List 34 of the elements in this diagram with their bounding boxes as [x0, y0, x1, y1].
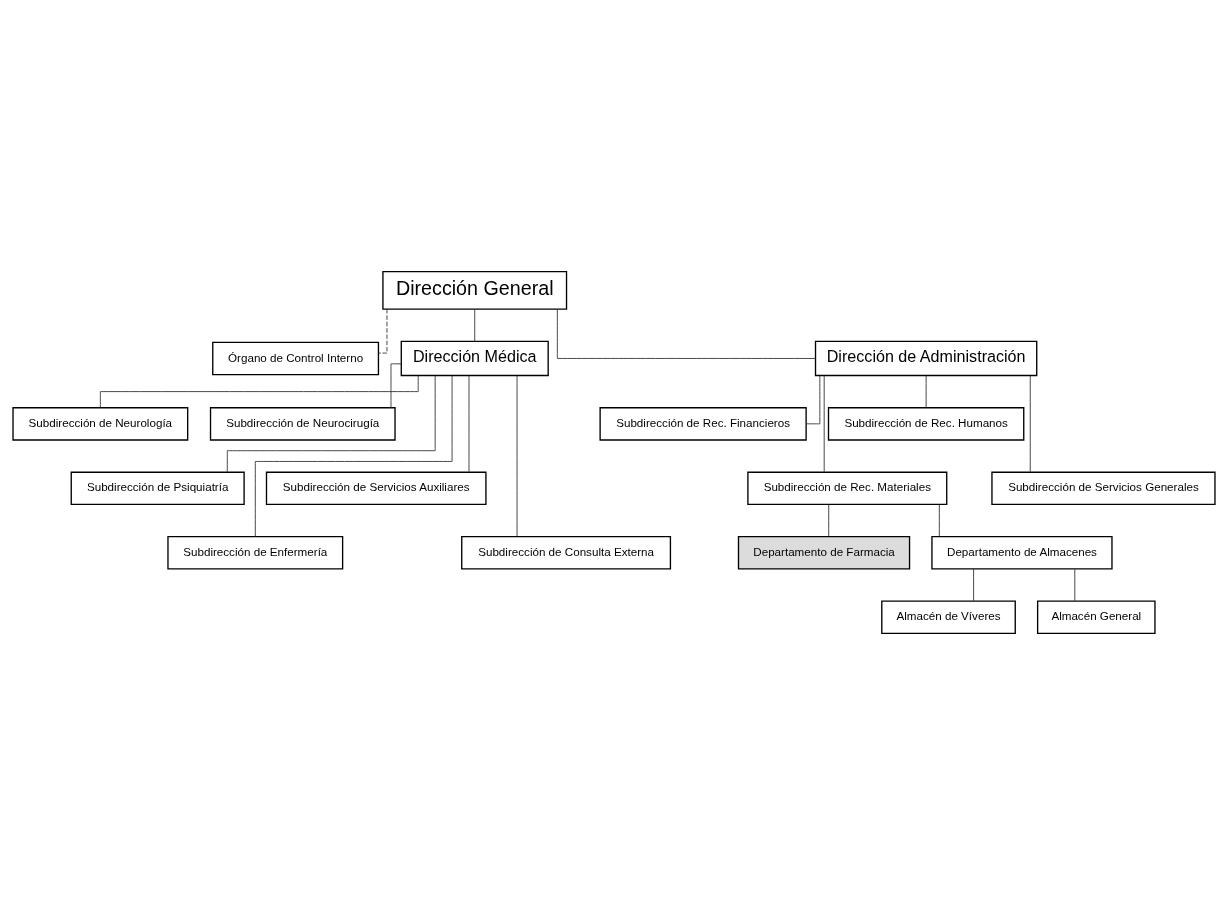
- connector: [1029, 375, 1031, 473]
- node-box: Departamento de Almacenes: [931, 536, 1113, 570]
- node-box: Subdirección de Servicios Generales: [991, 471, 1216, 506]
- node-box: Subdirección de Consulta Externa: [461, 536, 672, 570]
- node-box: Almacén de Víveres: [881, 600, 1016, 635]
- connector: [378, 308, 388, 354]
- node-box: Subdirección de Enfermería: [167, 536, 344, 570]
- node-box: Subdirección de Rec. Financieros: [599, 407, 807, 441]
- connector: [226, 375, 436, 473]
- connector: [828, 504, 830, 537]
- node-box: Subdirección de Servicios Auxiliares: [265, 471, 487, 506]
- node-box: Subdirección de Psiquiatría: [70, 471, 245, 506]
- connector: [973, 568, 975, 602]
- connector: [516, 375, 518, 537]
- connector: [468, 375, 470, 473]
- node-box: Dirección Médica: [400, 340, 549, 377]
- connector: [474, 308, 476, 342]
- connector: [556, 308, 816, 359]
- connector: [390, 363, 402, 408]
- node-box: Órgano de Control Interno: [212, 341, 380, 376]
- connector: [925, 375, 927, 408]
- node-box: Subdirección de Rec. Humanos: [827, 407, 1025, 441]
- node-box: Almacén General: [1036, 600, 1156, 635]
- connector: [805, 375, 821, 425]
- node-box: Dirección General: [382, 270, 568, 310]
- connector: [823, 375, 825, 473]
- connector: [938, 504, 940, 537]
- node-box: Subdirección de Neurocirugía: [209, 407, 396, 441]
- node-box: Dirección de Administración: [814, 340, 1038, 377]
- node-box: Subdirección de Rec. Materiales: [747, 471, 948, 506]
- node-box: Departamento de Farmacia: [737, 536, 911, 570]
- connector: [1074, 568, 1076, 602]
- node-box: Subdirección de Neurología: [12, 407, 189, 441]
- connector: [254, 375, 453, 537]
